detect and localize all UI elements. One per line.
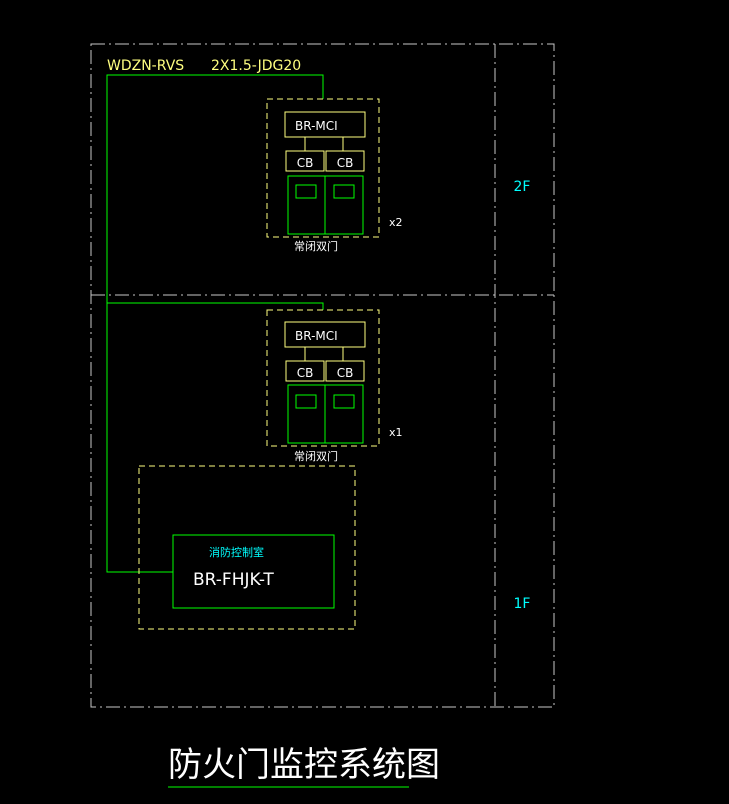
- cb-label-left: CB: [297, 156, 314, 170]
- mci-module-label: BR-MCI: [295, 119, 338, 133]
- cb-label-left: CB: [297, 366, 314, 380]
- main-bus-line: [106, 74, 324, 573]
- door-quantity: x1: [389, 426, 403, 439]
- door-caption: 常闭双门: [294, 239, 338, 253]
- mci-module-label: BR-MCI: [295, 329, 338, 343]
- monitoring-host-label: BR-FHJK-T: [193, 570, 274, 590]
- cable-type-label: WDZN-RVS: [107, 58, 184, 74]
- door-window-right: [333, 184, 355, 199]
- door-module-dashed-box: [266, 309, 380, 447]
- door-caption: 常闭双门: [294, 449, 338, 463]
- outer-frame: [90, 43, 555, 708]
- control-room-label: 消防控制室: [209, 545, 264, 559]
- floor-frame: [90, 43, 555, 708]
- branch-line-1f: [107, 302, 324, 310]
- cb-box-left: [285, 360, 325, 382]
- mci-module-box: [284, 111, 366, 138]
- bus-wiring: [106, 74, 324, 573]
- door-window-left: [295, 184, 317, 199]
- mci-module-box: [284, 321, 366, 348]
- cb-label-right: CB: [337, 156, 354, 170]
- door-window-left: [295, 394, 317, 409]
- door-module-1f: BR-MCI CB CB 常闭双门 x1: [266, 309, 403, 463]
- door-window-right: [333, 394, 355, 409]
- fire-control-room: 消防控制室 BR-FHJK-T: [138, 465, 356, 630]
- cb-label-right: CB: [337, 366, 354, 380]
- door-quantity: x2: [389, 216, 403, 229]
- drawing-title: 防火门监控系统图: [168, 745, 440, 785]
- floor-label-1f: 1F: [514, 596, 531, 612]
- cb-box-right: [325, 150, 365, 172]
- door-module-dashed-box: [266, 98, 380, 238]
- cb-box-right: [325, 360, 365, 382]
- monitoring-host-box: [172, 534, 335, 609]
- door-module-2f: BR-MCI CB CB 常闭双门 x2: [266, 98, 403, 253]
- cb-box-left: [285, 150, 325, 172]
- floor-label-2f: 2F: [514, 179, 531, 195]
- cable-spec-label: 2X1.5-JDG20: [211, 58, 301, 74]
